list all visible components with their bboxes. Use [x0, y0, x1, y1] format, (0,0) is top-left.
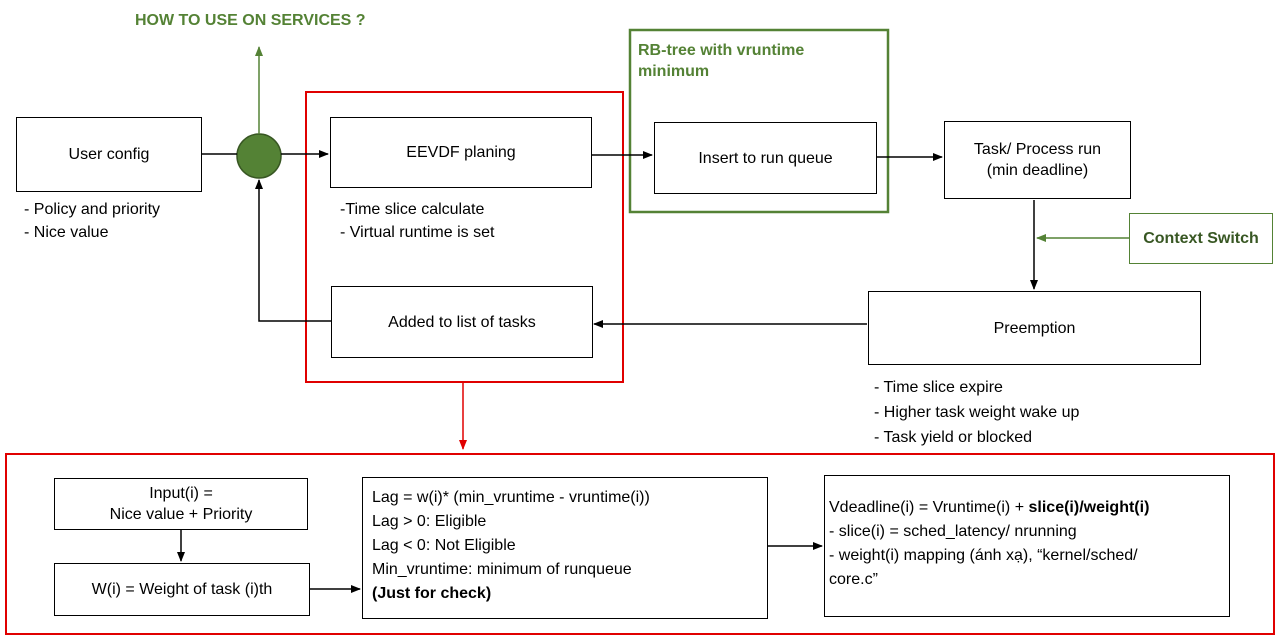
user-config-note-1: - Policy and priority: [24, 201, 161, 218]
input-box: Input(i) = Nice value + Priority: [54, 478, 308, 530]
eevdf-planning-label: EEVDF planing: [406, 144, 516, 161]
eevdf-note-2: - Virtual runtime is set: [340, 224, 495, 241]
lag-line-1: Lag = w(i)* (min_vruntime - vruntime(i)): [372, 489, 650, 506]
junction-node: [236, 133, 282, 179]
insert-run-queue-box: Insert to run queue: [654, 122, 877, 194]
services-title: HOW TO USE ON SERVICES ?: [135, 12, 366, 29]
context-switch-label: Context Switch: [1143, 230, 1259, 247]
lag-box: Lag = w(i)* (min_vruntime - vruntime(i))…: [362, 477, 768, 619]
vdeadline-box: Vdeadline(i) = Vruntime(i) + slice(i)/we…: [824, 475, 1230, 617]
vdeadline-line-3: core.c”: [829, 571, 878, 588]
lag-line-2: Lag > 0: Eligible: [372, 513, 487, 530]
preemption-note-3: - Task yield or blocked: [874, 429, 1032, 446]
lag-line-4: Min_vruntime: minimum of runqueue: [372, 561, 632, 578]
detail-frame: [5, 453, 1275, 635]
planning-stage-frame: [305, 91, 624, 383]
vdeadline-line-2: - weight(i) mapping (ánh xạ), “kernel/sc…: [829, 547, 1138, 564]
added-list-label: Added to list of tasks: [388, 313, 536, 331]
eevdf-note-1: -Time slice calculate: [340, 201, 485, 218]
eevdf-planning-box: EEVDF planing: [330, 117, 592, 188]
weight-label: W(i) = Weight of task (i)th: [91, 581, 273, 598]
preemption-note-1: - Time slice expire: [874, 379, 1003, 396]
vdeadline-bold: slice(i)/weight(i): [1028, 499, 1150, 516]
vdeadline-prefix: Vdeadline(i) = Vruntime(i) +: [829, 499, 1029, 516]
preemption-box: Preemption: [868, 291, 1201, 365]
vdeadline-formula: Vdeadline(i) = Vruntime(i) + slice(i)/we…: [829, 496, 1149, 520]
user-config-note-2: - Nice value: [24, 224, 109, 241]
vdeadline-line-1: - slice(i) = sched_latency/ nrunning: [829, 523, 1077, 540]
preemption-label: Preemption: [993, 319, 1076, 337]
addedlist-to-junction: [255, 179, 331, 322]
input-label: Input(i) = Nice value + Priority: [109, 485, 253, 523]
weight-box: W(i) = Weight of task (i)th: [54, 563, 310, 616]
added-list-box: Added to list of tasks: [331, 286, 593, 358]
lag-check-note: (Just for check): [372, 585, 492, 602]
insert-run-queue-label: Insert to run queue: [698, 149, 833, 167]
lag-line-3: Lag < 0: Not Eligible: [372, 537, 516, 554]
task-run-box: Task/ Process run (min deadline): [944, 121, 1131, 199]
preemption-note-2: - Higher task weight wake up: [874, 404, 1080, 421]
user-config-label: User config: [68, 146, 150, 163]
context-switch-box: Context Switch: [1129, 213, 1273, 264]
rbtree-frame: [628, 28, 890, 214]
task-run-label: Task/ Process run (min deadline): [973, 141, 1102, 179]
user-config-box: User config: [16, 117, 202, 192]
rbtree-label: RB-tree with vruntime minimum: [638, 42, 805, 80]
